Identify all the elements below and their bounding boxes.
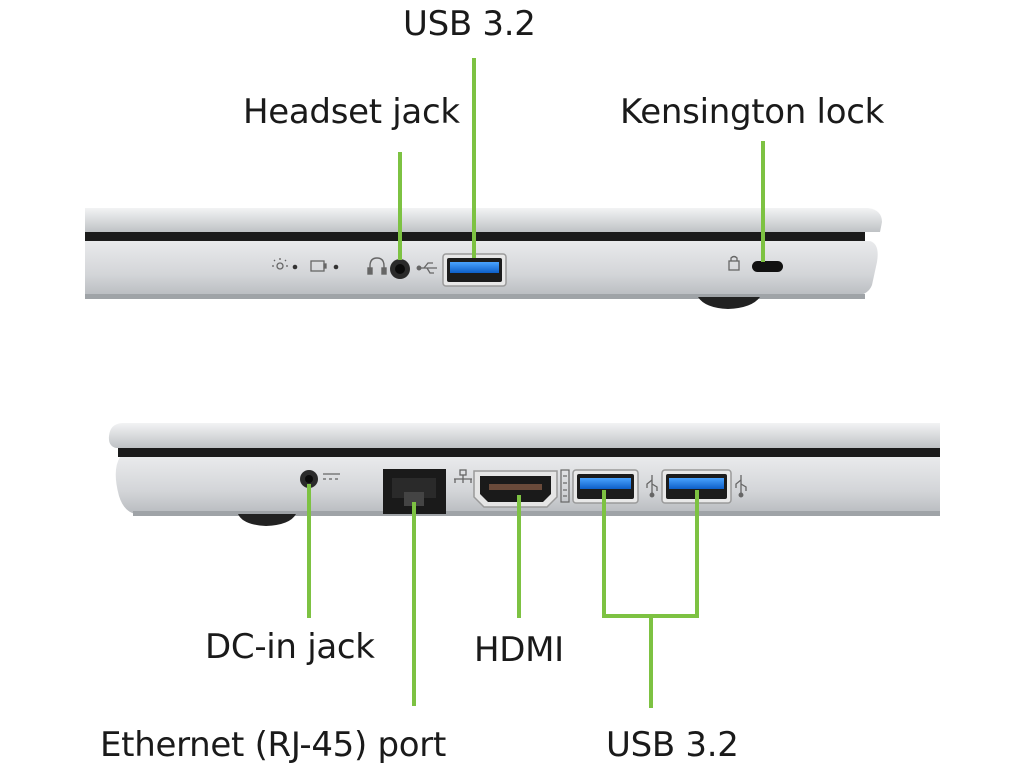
usb-symbol-icon	[416, 262, 437, 274]
usb-port-left	[442, 253, 507, 287]
network-icon	[454, 469, 472, 483]
kensington-slot	[752, 261, 783, 272]
hinge-gap	[118, 448, 940, 457]
label-dc-in-jack: DC-in jack	[205, 627, 375, 667]
hdmi-text-icon	[560, 469, 570, 503]
callout-lines-top	[398, 58, 765, 262]
lid	[108, 423, 940, 448]
lock-symbol-icon	[728, 255, 740, 271]
label-ethernet-port: Ethernet (RJ-45) port	[100, 725, 446, 765]
callout-lines-bottom	[307, 484, 699, 708]
rubber-foot	[238, 514, 296, 526]
hdmi-port	[473, 470, 558, 508]
laptop-right-side	[108, 423, 940, 526]
rubber-foot	[698, 297, 760, 309]
usb-port-right-2	[661, 469, 732, 504]
label-kensington-lock: Kensington lock	[620, 92, 884, 132]
headset-icon	[367, 257, 387, 275]
lid	[85, 208, 882, 232]
label-usb-bottom: USB 3.2	[606, 725, 739, 765]
power-light-icon	[272, 258, 288, 270]
label-hdmi: HDMI	[474, 630, 564, 670]
ethernet-port	[383, 469, 446, 514]
battery-led	[333, 264, 339, 270]
usb-symbol-icon	[646, 475, 658, 498]
usb-symbol-icon	[735, 475, 747, 498]
label-usb-top: USB 3.2	[403, 4, 536, 44]
battery-light-icon	[310, 260, 327, 272]
power-led	[292, 264, 298, 270]
usb-port-right-1	[572, 469, 639, 504]
dc-symbol-icon	[323, 473, 340, 480]
label-headset-jack: Headset jack	[243, 92, 460, 132]
